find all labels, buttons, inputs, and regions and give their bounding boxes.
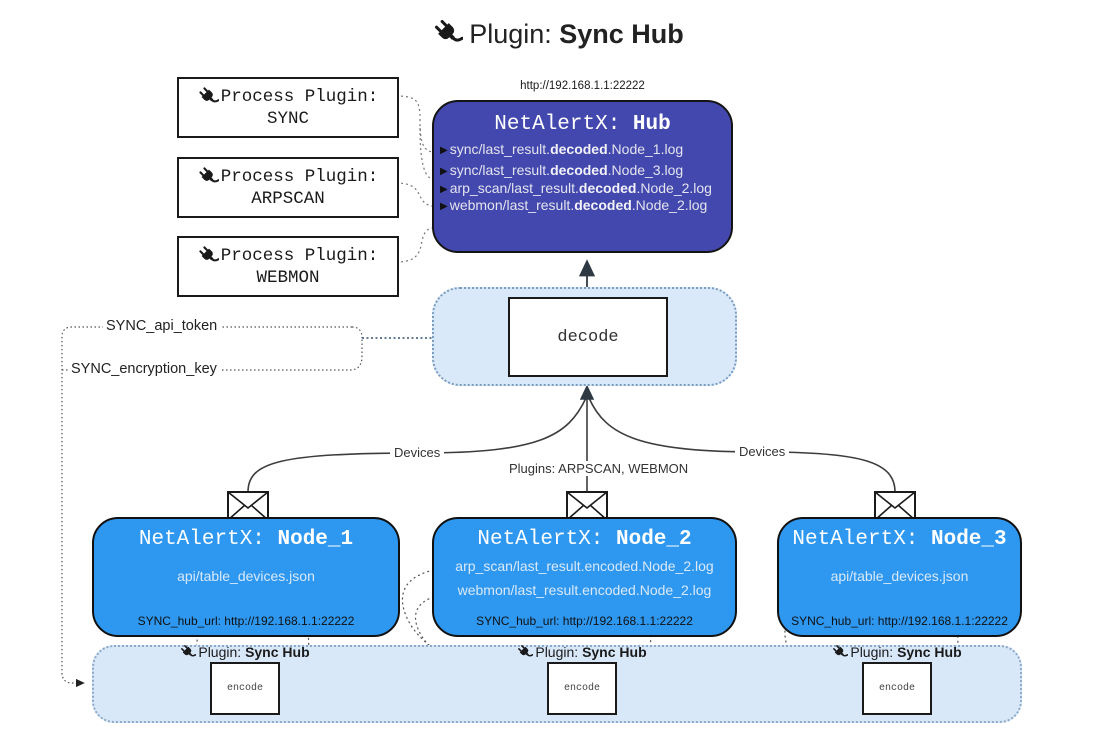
process-plugin-name: SYNC [266,109,309,129]
process-to-hub-connectors [395,95,433,263]
plug-icon [197,166,219,187]
process-plugin-webmon: Process Plugin: WEBMON [177,236,399,297]
bar-plugin-label: Plugin: Sync Hub [135,643,355,661]
plugins-center-label: Plugins: ARPSCAN, WEBMON [505,461,693,476]
node-file: api/table_devices.json [177,568,315,584]
hub-row-bold: decoded [550,141,608,157]
chevron-right-icon: ▶ [440,145,448,156]
sync-api-token-label: SYNC_api_token [103,318,221,334]
hub-title: NetAlertX: Hub [434,113,731,136]
plug-icon [516,643,535,661]
title-bold: Sync Hub [559,19,684,49]
hub-row-pre: webmon/last_result. [449,197,575,213]
node-title-prefix: NetAlertX: [477,528,616,551]
hub-row-pre: sync/last_result. [449,162,551,178]
envelope-icon [566,491,608,521]
bar-plugin-prefix: Plugin: [535,644,583,660]
hub-row-pre: arp_scan/last_result. [449,180,579,196]
node-hub-url: SYNC_hub_url: http://192.168.1.1:22222 [137,614,355,628]
node-3-box: NetAlertX: Node_3 api/table_devices.json… [777,517,1022,637]
process-plugin-label: Process Plugin: [220,166,379,187]
encode-box: encode [862,662,932,715]
bar-plugin-prefix: Plugin: [198,644,246,660]
devices-left-label: Devices [390,445,445,460]
nodes-to-decode-curves [247,384,896,493]
process-plugin-arpscan: Process Plugin: ARPSCAN [177,157,399,218]
hub-row: ▶sync/last_result.decoded.Node_3.log [440,162,731,178]
node-title-bold: Node_2 [616,528,692,551]
node-2-box: NetAlertX: Node_2 arp_scan/last_result.e… [432,517,737,637]
bar-plugin-bold: Sync Hub [582,644,647,660]
process-plugin-name: WEBMON [256,268,320,288]
node-title-prefix: NetAlertX: [138,528,278,551]
hub-row-post: .Node_1.log [607,141,684,157]
hub-title-prefix: NetAlertX: [494,113,633,136]
bar-plugin-label: Plugin: Sync Hub [472,643,692,661]
hub-row-post: .Node_2.log [631,197,708,213]
hub-row-post: .Node_2.log [636,180,712,196]
decode-box: decode [508,297,668,377]
encode-box: encode [547,662,617,715]
node-file: api/table_devices.json [830,568,969,584]
bar-plugin-bold: Sync Hub [245,644,310,660]
title-prefix: Plugin: [469,19,560,49]
node-hub-url: SYNC_hub_url: http://192.168.1.1:22222 [791,614,1008,628]
process-plugin-label: Process Plugin: [220,86,379,107]
node-title-bold: Node_1 [277,528,354,551]
node-title: NetAlertX: Node_1 [94,528,398,551]
node-file: webmon/last_result.encoded.Node_2.log [457,582,712,598]
process-plugin-sync: Process Plugin: SYNC [177,77,399,138]
encode-box: encode [210,662,280,715]
hub-row-bold: decoded [550,162,608,178]
hub-row: ▶sync/last_result.decoded.Node_1.log [440,141,731,157]
hub-box: NetAlertX: Hub ▶sync/last_result.decoded… [432,100,733,253]
chevron-right-icon: ▶ [440,201,448,212]
bar-plugin-label: Plugin: Sync Hub [787,643,1007,661]
node-title: NetAlertX: Node_3 [779,528,1020,551]
bar-plugin-bold: Sync Hub [897,644,962,660]
chevron-right-icon: ▶ [440,184,448,195]
hub-row-pre: sync/last_result. [449,141,551,157]
node-1-box: NetAlertX: Node_1 api/table_devices.json… [92,517,400,637]
hub-row-bold: decoded [574,197,632,213]
hub-url-label: http://192.168.1.1:22222 [520,80,645,92]
hub-title-bold: Hub [632,113,671,136]
chevron-right-icon: ▶ [440,166,448,177]
hub-row: ▶webmon/last_result.decoded.Node_2.log [440,197,731,213]
node-file: arp_scan/last_result.encoded.Node_2.log [455,558,714,574]
process-plugin-label: Process Plugin: [220,245,379,266]
plug-icon [197,86,219,107]
envelope-icons [227,491,916,521]
node-title: NetAlertX: Node_2 [434,528,735,551]
process-plugin-name: ARPSCAN [251,189,325,209]
hub-row: ▶arp_scan/last_result.decoded.Node_2.log [440,180,731,196]
envelope-icon [227,491,269,521]
node-title-prefix: NetAlertX: [792,528,931,551]
plug-icon [431,16,465,50]
plug-icon [831,643,850,661]
hub-row-bold: decoded [578,180,637,196]
bar-plugin-prefix: Plugin: [850,644,898,660]
hub-row-post: .Node_3.log [607,162,684,178]
plug-icon [179,643,198,661]
page-title: Plugin: Sync Hub [0,16,1117,50]
devices-right-label: Devices [735,444,790,459]
node-title-bold: Node_3 [931,528,1007,551]
plug-icon [197,245,219,266]
sync-encryption-key-label: SYNC_encryption_key [68,361,220,377]
node-hub-url: SYNC_hub_url: http://192.168.1.1:22222 [476,614,693,628]
envelope-icon [874,491,916,521]
